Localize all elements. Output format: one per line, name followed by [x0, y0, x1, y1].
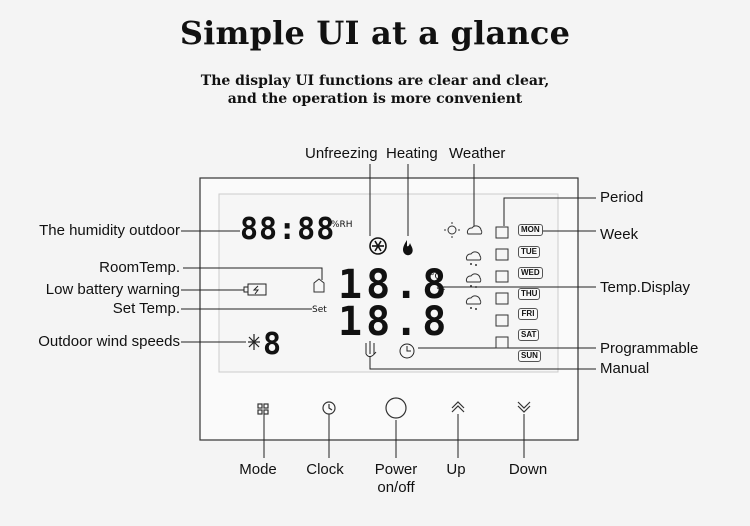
- label-manual: Manual: [600, 360, 650, 377]
- sun-icon: [444, 222, 460, 238]
- clock-button-label: Clock: [306, 461, 344, 478]
- battery-icon: [243, 283, 267, 296]
- room-temp-digits: 18.8: [338, 262, 451, 308]
- wind-fan-icon: [248, 334, 260, 350]
- label-temp-display: Temp.Display: [600, 279, 691, 296]
- mode-button-label: Mode: [239, 461, 277, 478]
- subtitle-line-1: The display UI functions are clear and c…: [200, 73, 550, 89]
- programmable-clock-icon: [399, 343, 415, 359]
- label-programmable: Programmable: [600, 340, 699, 357]
- label-week: Week: [600, 226, 639, 243]
- label-low-battery: Low battery warning: [45, 281, 180, 298]
- cloud-icon: [466, 225, 483, 235]
- label-unfreezing: Unfreezing: [305, 145, 378, 162]
- set-temp-digits: 18.8: [338, 299, 451, 345]
- weather-drops: [470, 263, 477, 310]
- temp-unit-f: °F: [436, 286, 446, 296]
- week-day-thu: THU: [518, 288, 541, 300]
- label-period: Period: [600, 189, 644, 206]
- label-heating: Heating: [386, 145, 438, 162]
- temp-unit-c: °C: [430, 272, 441, 282]
- thunder-cloud-icon: [465, 295, 482, 305]
- week-day-wed: WED: [518, 267, 543, 279]
- leader-manual: [369, 356, 596, 370]
- label-humidity-outdoor: The humidity outdoor: [39, 222, 180, 239]
- week-day-fri: FRI: [518, 308, 538, 320]
- battery-bolt: [252, 285, 259, 295]
- week-day-tue: TUE: [518, 246, 540, 258]
- leader-roomtemp: [183, 267, 323, 280]
- hand-icon: [365, 341, 377, 358]
- room-house-icon: [313, 278, 325, 293]
- period-icons: [495, 226, 509, 349]
- label-wind-speeds: Outdoor wind speeds: [38, 333, 180, 350]
- flame-icon: [403, 240, 413, 256]
- snow-cloud-icon: [465, 273, 482, 283]
- weather-icons: [444, 222, 483, 305]
- label-set-temp: Set Temp.: [112, 300, 180, 317]
- mode-grid-icon: [257, 403, 269, 415]
- power-button-label: Power on/off: [374, 461, 418, 496]
- week-day-sun: SUN: [518, 350, 541, 362]
- leader-period: [503, 197, 596, 226]
- snowflake-icon: [369, 237, 387, 255]
- week-day-sat: SAT: [518, 329, 540, 341]
- rain-cloud-icon: [465, 251, 482, 261]
- label-room-temp: RoomTemp.: [99, 259, 180, 276]
- chevron-down-icon: [517, 401, 531, 413]
- set-indicator: Set: [312, 305, 327, 315]
- week-day-mon: MON: [518, 224, 543, 236]
- subtitle-line-2: and the operation is more convenient: [227, 91, 523, 107]
- chevron-up-icon: [451, 401, 465, 413]
- clock-digits: 88:88: [240, 212, 336, 247]
- humidity-unit: %RH: [331, 220, 353, 230]
- clock-icon: [322, 401, 336, 415]
- label-weather: Weather: [449, 145, 506, 162]
- down-button-label: Down: [508, 461, 548, 478]
- lcd-screen: [218, 193, 559, 373]
- power-circle-icon: [385, 397, 407, 419]
- page-title: Simple UI at a glance: [179, 14, 571, 52]
- up-button-label: Up: [446, 461, 466, 478]
- wind-speed-digit: 8: [263, 327, 282, 362]
